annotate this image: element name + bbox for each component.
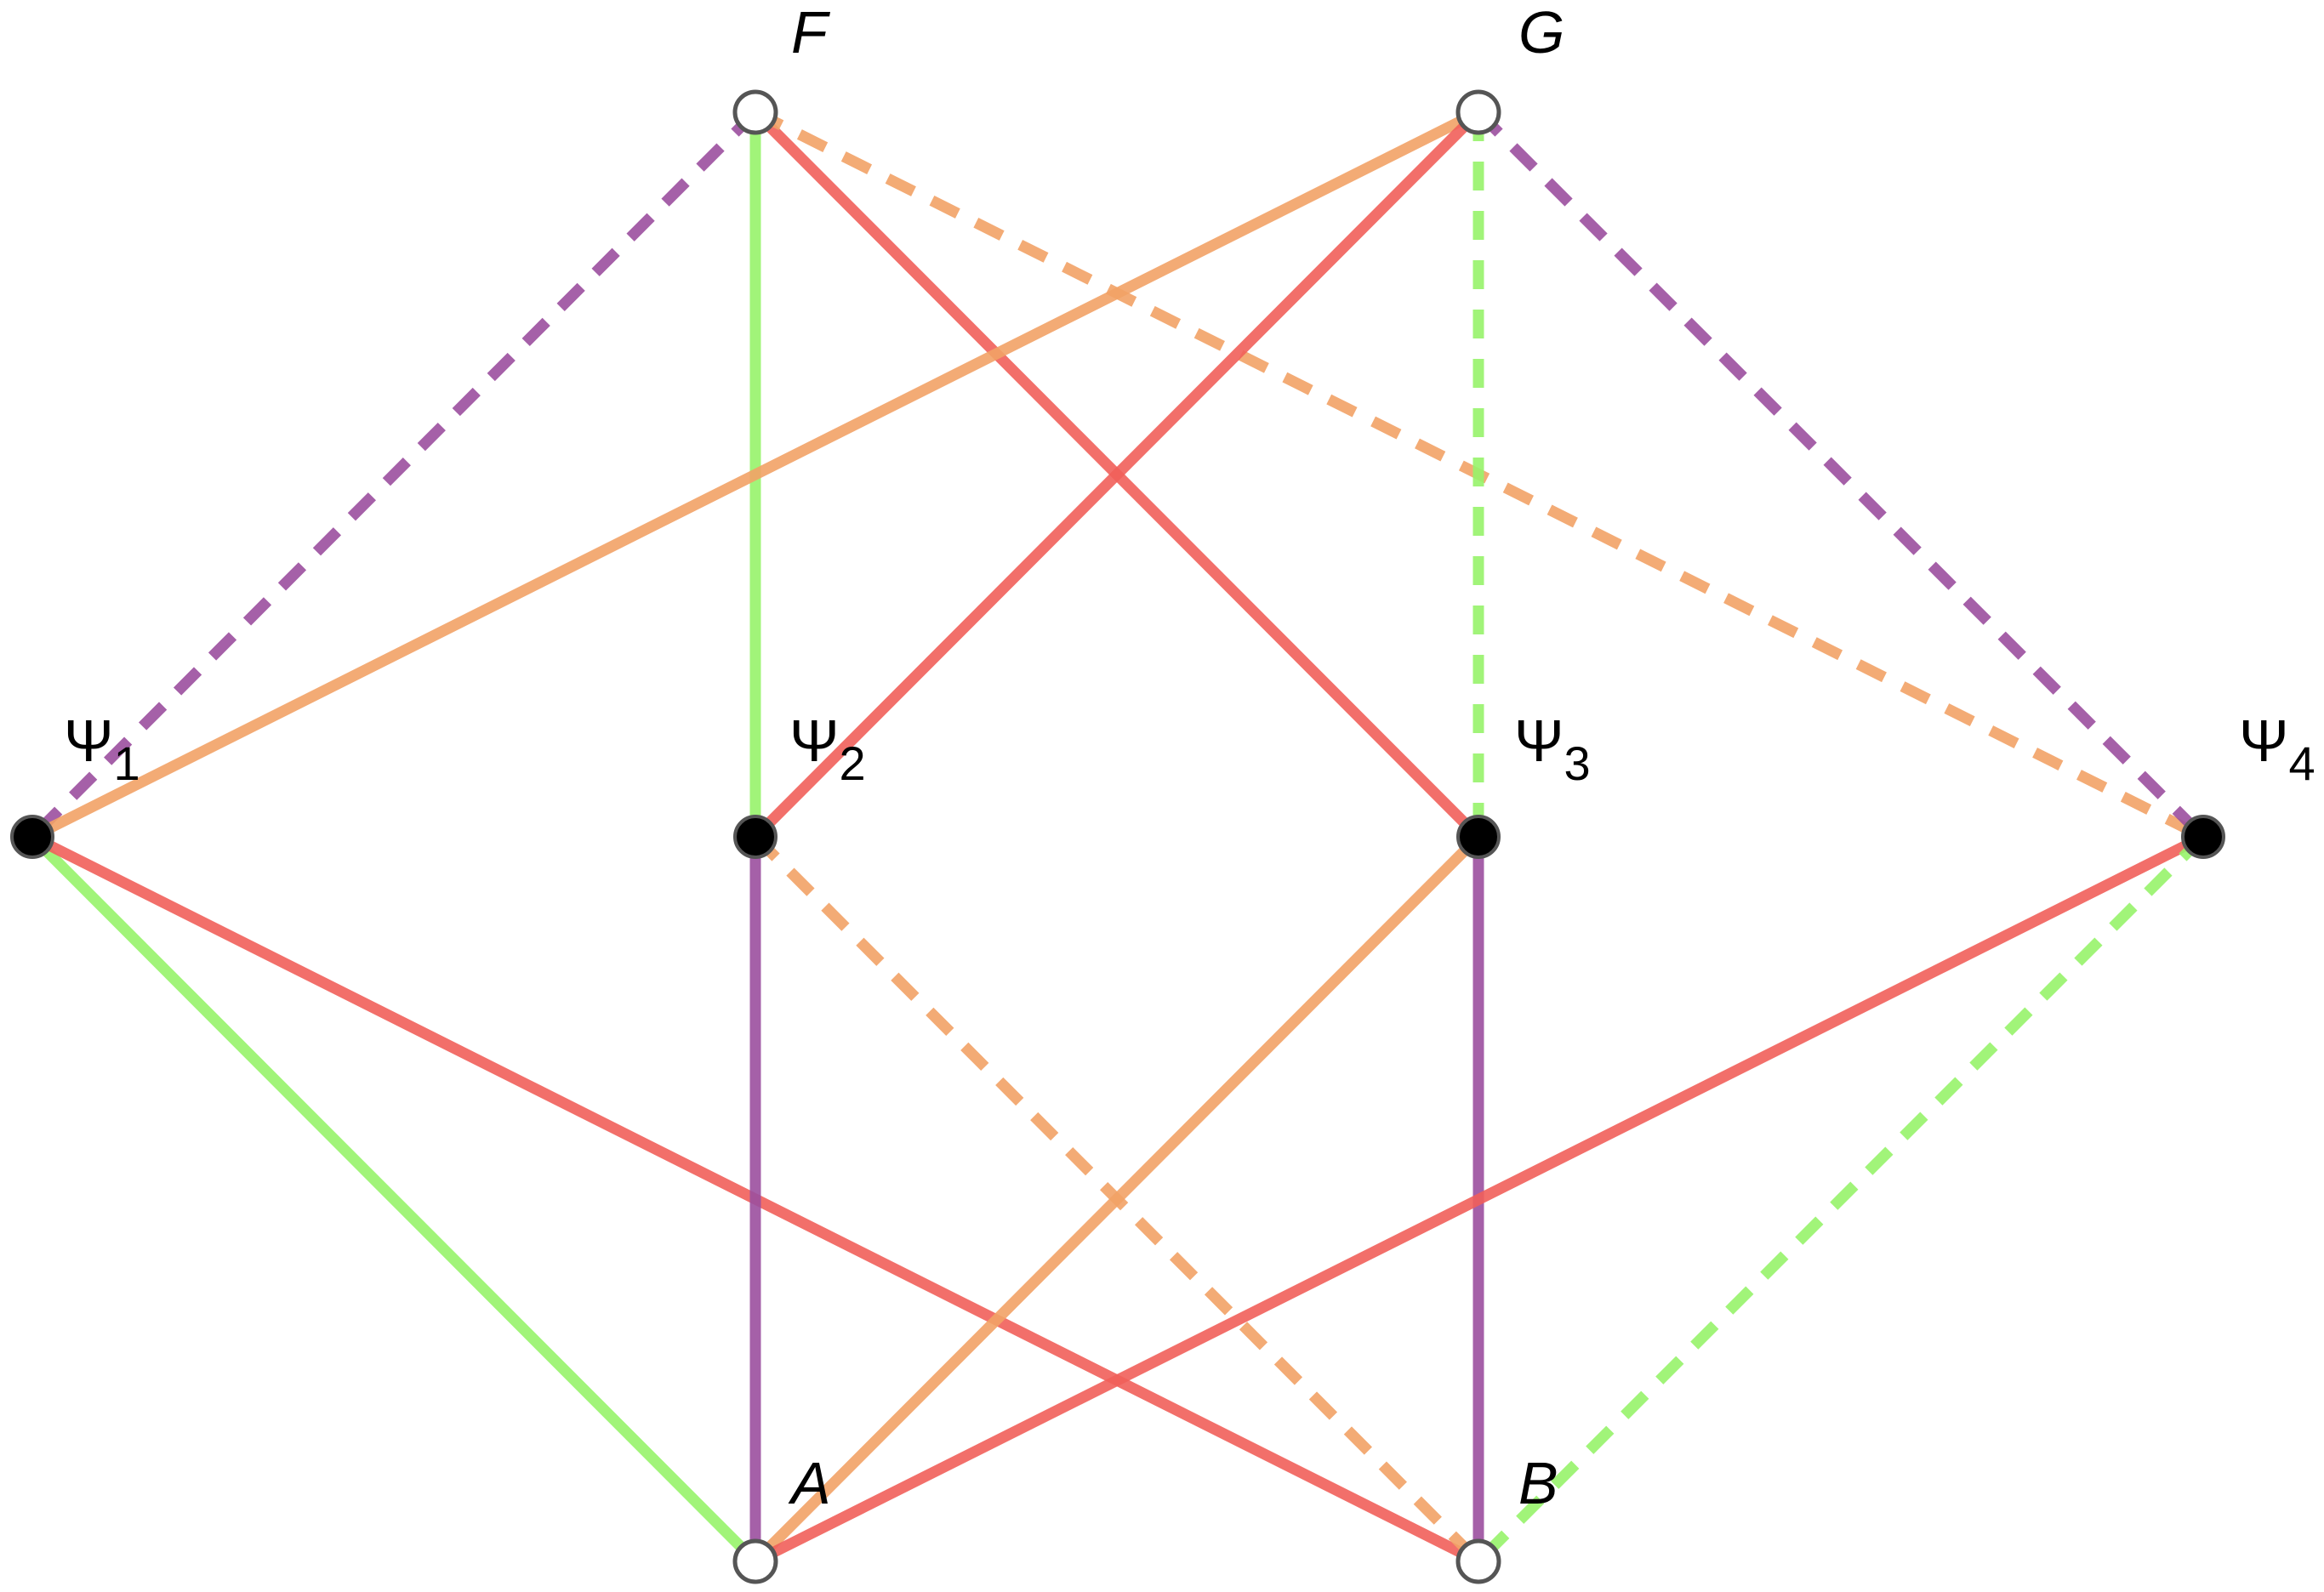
- node-label-main: F: [791, 0, 831, 65]
- node-label-main: B: [1518, 1450, 1558, 1516]
- node-label-subscript: 2: [839, 736, 865, 790]
- node-psi4: [2181, 815, 2225, 859]
- node-G: [1455, 89, 1501, 135]
- node-label-subscript: 4: [2288, 736, 2315, 790]
- nodes-layer: [10, 89, 2225, 1584]
- edge-F-psi1: [28, 108, 760, 841]
- node-label-subscript: 3: [1564, 736, 1590, 790]
- node-label-main: Ψ: [64, 708, 113, 774]
- edges-layer: [28, 107, 2207, 1566]
- node-label-psi3: Ψ3: [1514, 708, 1591, 790]
- node-label-main: Ψ: [1514, 708, 1564, 774]
- edge-psi3-A: [751, 833, 1483, 1566]
- node-B: [1455, 1538, 1501, 1584]
- node-label-B: B: [1518, 1450, 1558, 1516]
- node-label-A: A: [788, 1450, 831, 1516]
- edge-psi1-A: [28, 833, 760, 1566]
- edge-G-psi2: [751, 108, 1483, 841]
- edge-psi4-A: [753, 832, 2206, 1566]
- node-label-main: Ψ: [789, 708, 839, 774]
- node-label-subscript: 1: [113, 736, 140, 790]
- node-label-main: Ψ: [2239, 708, 2288, 774]
- node-label-main: A: [788, 1450, 831, 1516]
- node-label-psi1: Ψ1: [64, 708, 140, 790]
- node-label-psi2: Ψ2: [789, 708, 866, 790]
- node-F: [732, 89, 778, 135]
- edge-psi4-B: [1474, 833, 2207, 1566]
- node-psi2: [733, 815, 778, 859]
- node-psi3: [1456, 815, 1501, 859]
- node-psi1: [10, 815, 54, 859]
- node-label-F: F: [791, 0, 831, 65]
- edge-G-psi1: [30, 107, 1481, 842]
- node-label-G: G: [1518, 0, 1564, 65]
- node-label-main: G: [1518, 0, 1564, 65]
- node-label-psi4: Ψ4: [2239, 708, 2315, 790]
- edge-G-psi4: [1474, 108, 2207, 841]
- node-A: [732, 1538, 778, 1584]
